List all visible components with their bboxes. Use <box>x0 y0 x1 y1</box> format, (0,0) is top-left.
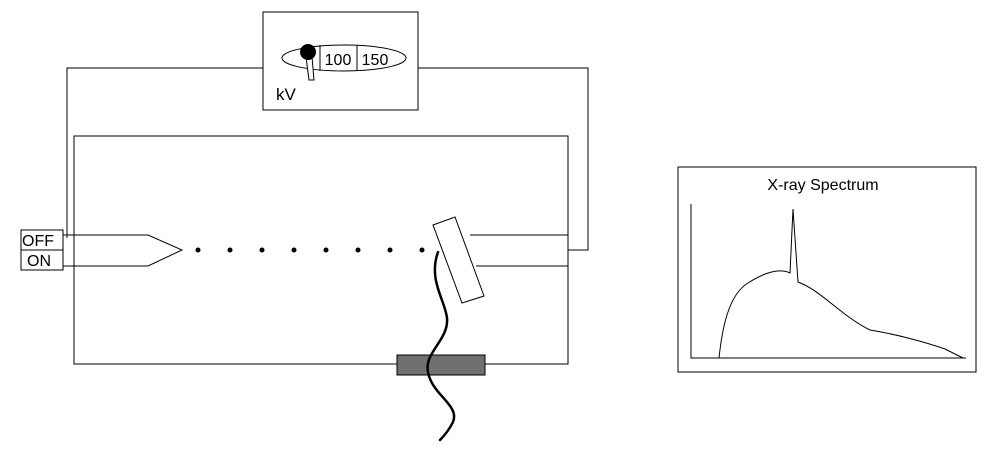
dial-tick-100: 100 <box>325 52 352 69</box>
switch-on-button[interactable] <box>20 249 64 271</box>
power-switch[interactable]: OFF ON <box>20 229 64 271</box>
electron <box>355 247 361 253</box>
circuit-wire-left <box>66 67 263 238</box>
switch-off-label: OFF <box>22 233 54 250</box>
electron <box>419 247 425 253</box>
electron <box>387 247 393 253</box>
voltmeter-pivot <box>300 44 316 60</box>
cathode <box>63 234 184 267</box>
voltmeter: 100 150 kV <box>262 11 419 111</box>
tube-envelope <box>73 135 569 365</box>
electron <box>227 247 233 253</box>
circuit-wire-right <box>418 67 589 251</box>
spectrum-title: X-ray Spectrum <box>767 177 878 194</box>
electron <box>259 247 265 253</box>
electron-beam <box>195 247 425 253</box>
electron <box>291 247 297 253</box>
spectrum-axes <box>690 204 966 359</box>
spectrum-panel: X-ray Spectrum <box>677 166 977 373</box>
electron <box>195 247 201 253</box>
dial-tick-150: 150 <box>362 52 389 69</box>
switch-on-label: ON <box>27 253 51 270</box>
electron <box>323 247 329 253</box>
anode-target <box>432 216 485 304</box>
filter-window <box>396 354 486 376</box>
xray-wave <box>426 250 456 442</box>
voltmeter-unit: kV <box>276 85 297 104</box>
spectrum-curve <box>718 208 964 359</box>
spectrum-frame <box>677 166 977 373</box>
